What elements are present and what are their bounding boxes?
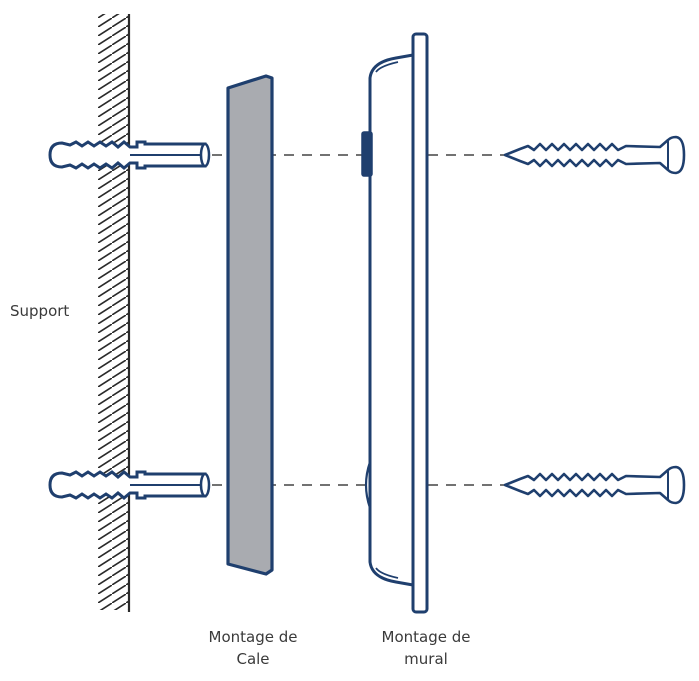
support-label: Support	[10, 302, 70, 320]
mount-label-line-1: Montage de	[381, 628, 471, 646]
wall-support	[98, 14, 131, 612]
mount-label: Montage de mural	[366, 626, 486, 670]
mount-notch-bottom	[364, 461, 372, 509]
alignment-lines	[212, 154, 505, 486]
mount-label-line-2: mural	[404, 650, 448, 668]
shim-label: Montage de Cale	[198, 626, 308, 670]
shim-label-line-2: Cale	[236, 650, 270, 668]
wall-mount-plate	[361, 32, 429, 614]
wall-plug-bottom	[48, 470, 211, 500]
shim-plate	[226, 74, 274, 576]
mount-tab-top	[361, 131, 373, 177]
screw-bottom	[503, 465, 686, 505]
screw-top	[503, 135, 686, 175]
wall-plug-top	[48, 140, 211, 170]
shim-label-line-1: Montage de	[208, 628, 298, 646]
